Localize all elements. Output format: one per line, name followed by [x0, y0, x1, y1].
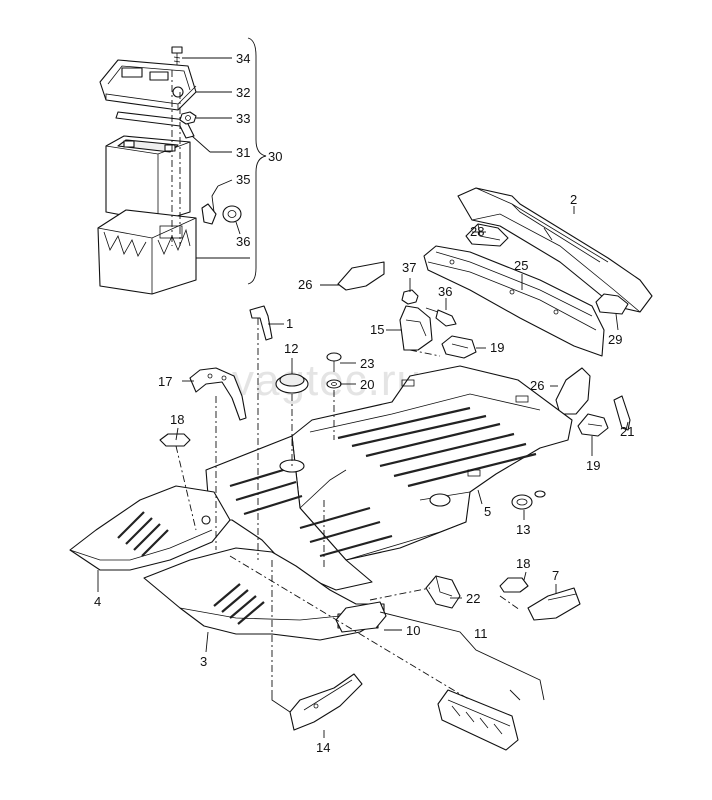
watermark: vagtec.ru [232, 356, 422, 405]
bracket-26-upper [337, 261, 385, 291]
callout-19-upper: 19 [490, 340, 504, 355]
callout-26-right: 26 [530, 378, 544, 393]
nut-37 [401, 289, 419, 305]
callout-18-left: 18 [170, 412, 184, 427]
callout-13: 13 [516, 522, 530, 537]
callout-15: 15 [370, 322, 384, 337]
callout-4: 4 [94, 594, 101, 609]
callout-5: 5 [484, 504, 491, 519]
callout-36-rear: 36 [438, 284, 452, 299]
callout-21: 21 [620, 424, 634, 439]
callout-19-right: 19 [586, 458, 600, 473]
callout-32: 32 [236, 85, 250, 100]
bracket-7 [527, 587, 581, 621]
callout-14: 14 [316, 740, 330, 755]
bracket-26-right [555, 367, 591, 415]
callout-22: 22 [466, 591, 480, 606]
callout-29: 29 [608, 332, 622, 347]
bracket-22 [425, 575, 461, 609]
battery-cover-32 [99, 59, 197, 111]
callout-33: 33 [236, 111, 250, 126]
bracket-19-right [577, 413, 609, 437]
callout-1: 1 [286, 316, 293, 331]
floor-tunnel-section [205, 435, 467, 591]
bracket-11 [437, 689, 519, 751]
grommet-36 [222, 205, 242, 223]
bracket-18-right [499, 577, 529, 593]
bracket-28 [465, 223, 509, 247]
bracket-21 [613, 395, 631, 431]
side-member-4 [69, 485, 231, 571]
callout-3: 3 [200, 654, 207, 669]
callout-25: 25 [514, 258, 528, 273]
callout-23: 23 [360, 356, 374, 371]
bolt-23 [326, 352, 342, 372]
callout-12: 12 [284, 341, 298, 356]
callout-28: 28 [470, 224, 484, 239]
battery-tray [97, 209, 197, 295]
callout-2: 2 [570, 192, 577, 207]
callout-20: 20 [360, 377, 374, 392]
bracket-29 [595, 293, 629, 315]
rear-panel-25 [423, 245, 605, 357]
battery [105, 135, 191, 223]
callout-11: 11 [474, 626, 488, 641]
battery-assembly [97, 37, 267, 295]
callout-7: 7 [552, 568, 559, 583]
grommet-12 [275, 373, 309, 394]
grommet-13 [511, 490, 546, 510]
callout-31: 31 [236, 145, 250, 160]
callout-37: 37 [402, 260, 416, 275]
callout-17: 17 [158, 374, 172, 389]
nut-33 [179, 111, 197, 125]
bolt-36 [425, 307, 457, 327]
callout-18-right: 18 [516, 556, 530, 571]
bracket-10 [335, 601, 387, 633]
vent-hose-35 [201, 185, 219, 225]
washer-20 [326, 379, 342, 389]
bracket-1 [249, 305, 273, 341]
callout-10: 10 [406, 623, 420, 638]
bracket-18-left [159, 433, 191, 447]
callout-26-upper: 26 [298, 277, 312, 292]
callout-36-battery: 36 [236, 234, 250, 249]
callout-35: 35 [236, 172, 250, 187]
floor-pan-5 [291, 365, 573, 561]
bracket-17 [189, 367, 247, 421]
bracket-19-upper [441, 335, 477, 359]
bracket-14 [289, 673, 363, 731]
callout-34: 34 [236, 51, 250, 66]
rear-cross-member-2 [457, 187, 653, 313]
bracket-15 [399, 305, 433, 351]
callout-30: 30 [268, 149, 282, 164]
